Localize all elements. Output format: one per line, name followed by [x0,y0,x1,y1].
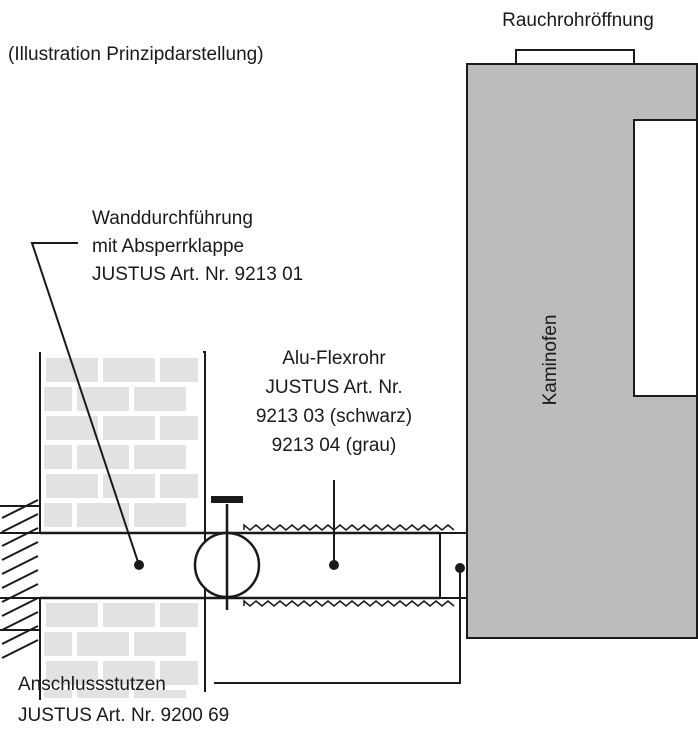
flex-pipe-corrugation-bottom [243,599,455,607]
brick [44,690,72,698]
brick [103,358,155,382]
dot-wall-pass [134,560,144,570]
brick [103,603,155,627]
hatch-line [1,513,39,533]
brick [46,416,98,440]
brick-wall-upper [44,358,198,527]
brick [134,632,186,656]
hatch-line [1,499,39,519]
leader-connector [214,568,461,684]
flex-pipe-line: 9213 04 (grau) [272,435,397,456]
brick [44,445,72,469]
hatch-line [1,555,39,575]
stove-window [633,119,698,397]
wall-pass-line: mit Absperrklappe [92,236,244,257]
brick [134,445,186,469]
hatch-line [1,639,39,659]
brick [134,503,186,527]
brick [46,474,98,498]
connector-callout: Anschlussstutzen JUSTUS Art. Nr. 9200 69 [18,674,229,726]
wall-edge-right [203,351,206,692]
leader-wall-pass [30,242,140,566]
flex-pipe-line: Alu-Flexrohr [282,348,386,369]
hatch-line [1,625,39,645]
wall-pass-callout: Wanddurchführung mit Absperrklappe JUSTU… [92,208,303,285]
connector-line: Anschlussstutzen [18,674,166,695]
brick [160,603,198,627]
hatch-line [1,541,39,561]
dot-connector [455,563,465,573]
flex-pipe-line: JUSTUS Art. Nr. [265,377,402,398]
hatch-line [1,611,39,631]
hatch-line [1,569,39,589]
caption: (Illustration Prinzipdarstellung) [8,44,264,65]
wall-pass-line: Wanddurchführung [92,208,253,229]
brick [160,474,198,498]
hatch-line [1,583,39,603]
brick-wall-lower [44,603,198,698]
hatch-line [1,527,39,547]
brick [46,603,98,627]
brick [44,387,72,411]
flue-opening [515,49,635,65]
outer-wall-hatch [0,499,41,659]
brick [44,632,72,656]
brick [160,661,198,685]
brick [134,387,186,411]
flex-pipe-callout: Alu-Flexrohr JUSTUS Art. Nr. 9213 03 (sc… [256,348,412,456]
brick [77,632,129,656]
brick [134,690,186,698]
brick [77,503,129,527]
flue-opening-label: Rauchrohröffnung [502,10,654,31]
connector-line: JUSTUS Art. Nr. 9200 69 [18,705,229,726]
brick [77,690,129,698]
brick [103,661,155,685]
damper-handle [211,496,243,503]
wall-pass-line: JUSTUS Art. Nr. 9213 01 [92,264,303,285]
brick [103,416,155,440]
dot-flex-pipe [329,560,339,570]
hatch-line [1,597,39,617]
brick [44,503,72,527]
brick [160,416,198,440]
brick [160,358,198,382]
flex-pipe-corrugation-top [243,523,455,531]
brick [103,474,155,498]
stove-label: Kaminofen [540,315,561,406]
flex-pipe-line: 9213 03 (schwarz) [256,406,412,427]
brick [46,661,98,685]
